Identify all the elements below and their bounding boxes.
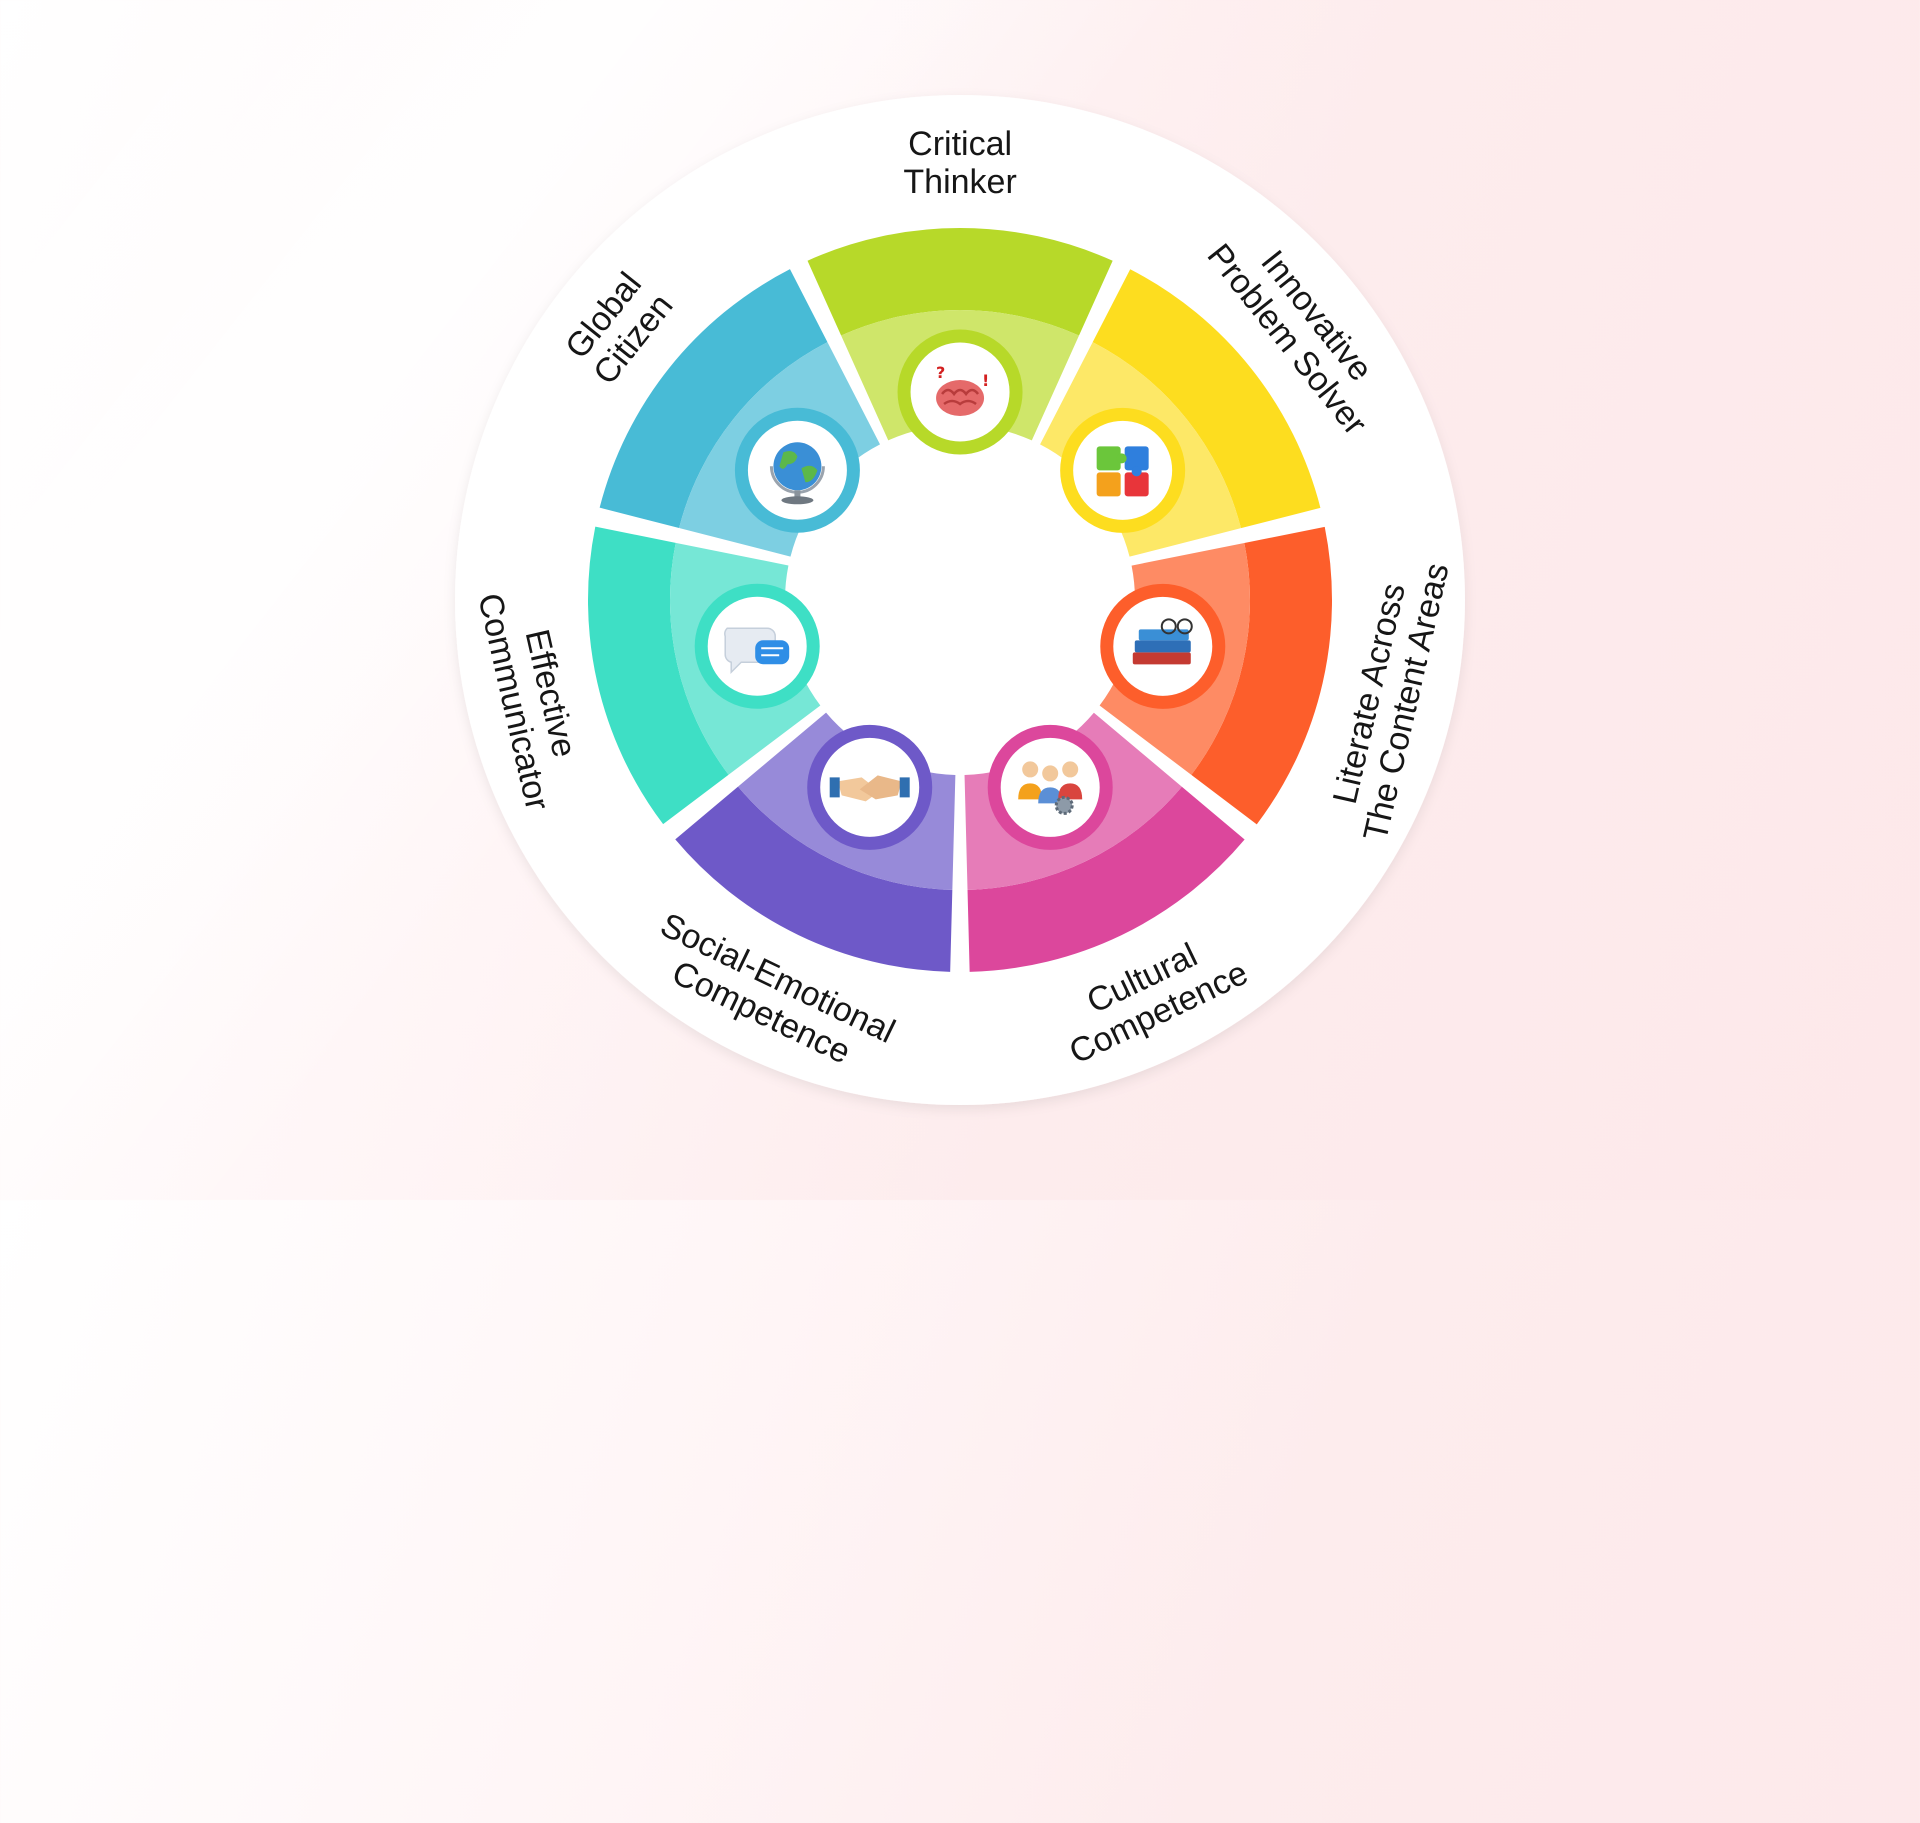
badge-social — [807, 724, 933, 850]
puzzle-icon — [1096, 446, 1149, 497]
segment-outer-band — [807, 227, 1113, 336]
badge-innovative — [1060, 407, 1186, 533]
people-gears-icon — [1018, 761, 1083, 815]
segment-outer-band — [967, 786, 1245, 972]
badge-literate — [1100, 583, 1226, 709]
books-icon — [1132, 618, 1193, 665]
chat-bubbles-icon — [724, 627, 790, 675]
badge-global — [734, 407, 860, 533]
label-line: Critical — [908, 125, 1012, 163]
segment-outer-band — [587, 526, 729, 825]
svg-text:!: ! — [982, 371, 989, 390]
label-line: Thinker — [903, 163, 1016, 201]
brain-icon: ?! — [936, 363, 989, 416]
segment-outer-band — [1092, 269, 1321, 529]
badge-critical: ?! — [897, 329, 1023, 455]
handshake-icon — [829, 775, 910, 802]
badge-cultural — [987, 724, 1113, 850]
badge-communicator — [694, 583, 820, 709]
svg-text:?: ? — [936, 363, 945, 382]
segment-outer-band — [599, 269, 828, 529]
segment-outer-band — [675, 786, 953, 972]
globe-icon — [769, 442, 825, 505]
segment-outer-band — [1191, 526, 1332, 825]
